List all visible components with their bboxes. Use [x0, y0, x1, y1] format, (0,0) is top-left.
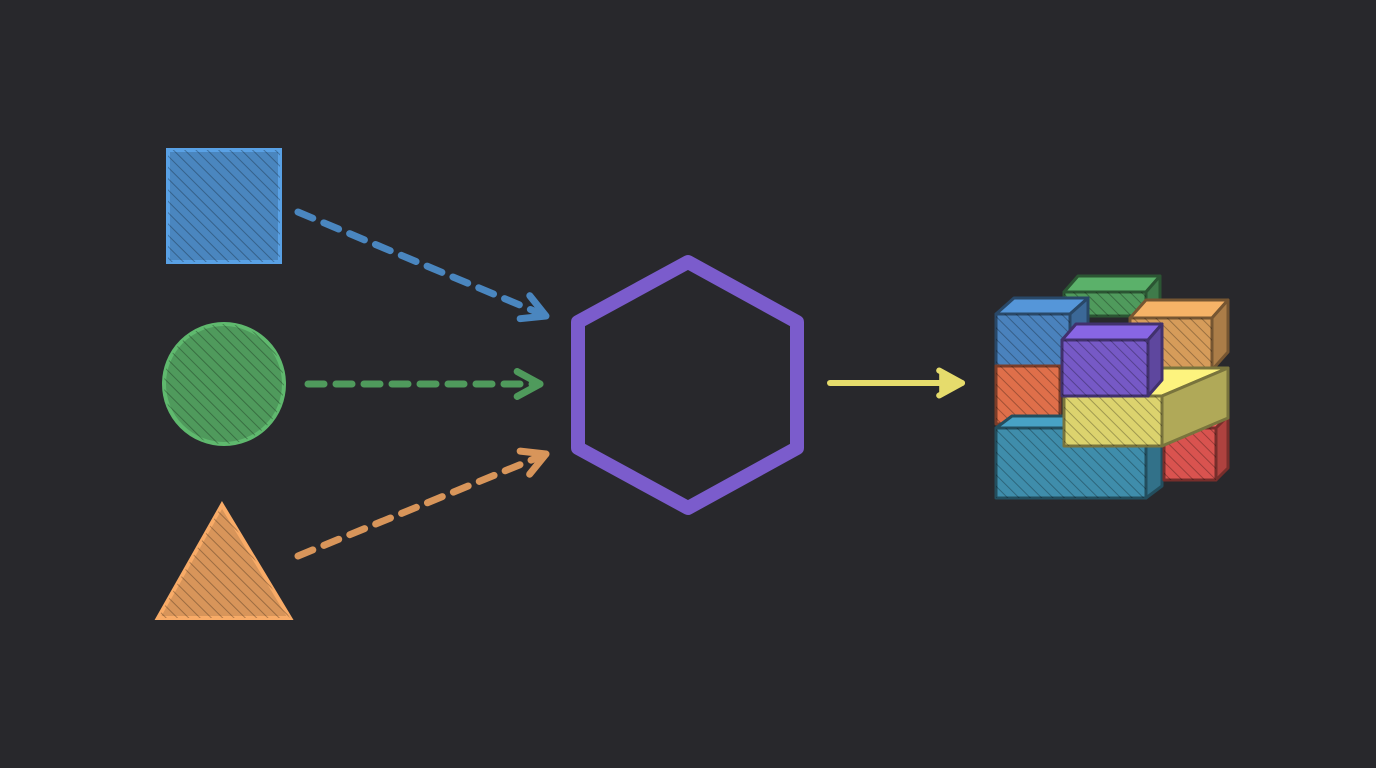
triangle-shape — [154, 501, 294, 620]
square-shape — [166, 148, 282, 264]
hexagon-shape — [571, 255, 804, 515]
block-coral — [994, 364, 1062, 426]
stacked-blocks — [994, 274, 1230, 500]
arrow-hexagon-to-blocks — [827, 367, 965, 399]
arrow-triangle-to-hexagon — [294, 447, 550, 560]
arrow-square-to-hexagon — [294, 208, 550, 323]
block-purple — [1060, 322, 1164, 398]
circle-shape — [162, 322, 286, 446]
arrow-circle-to-hexagon — [304, 368, 544, 400]
block-red — [1162, 414, 1230, 482]
